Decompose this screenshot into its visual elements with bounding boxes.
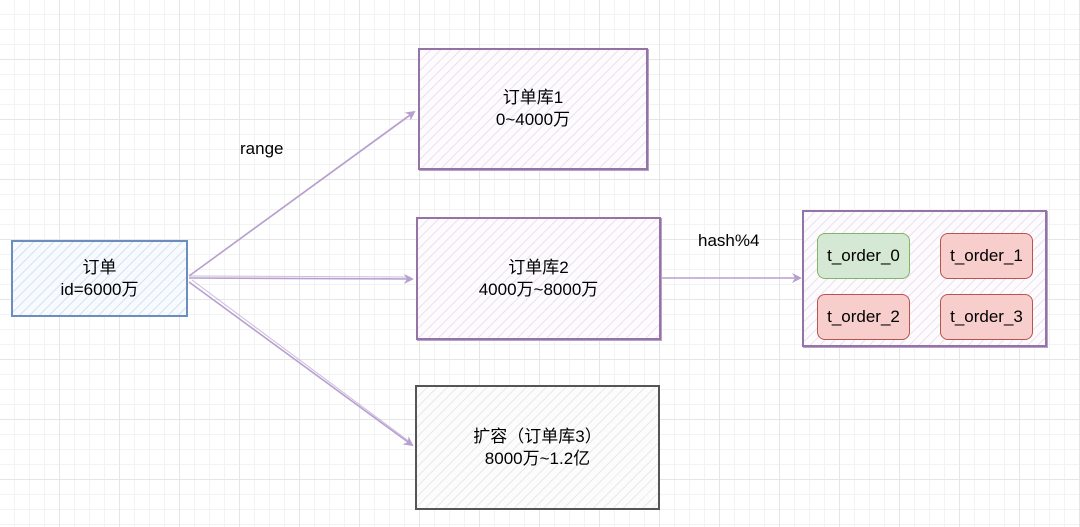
db2-node[interactable]: 订单库2 4000万~8000万: [416, 217, 661, 340]
db3-title: 扩容（订单库3）: [473, 426, 602, 446]
arrow-to-db2: [188, 273, 414, 284]
db3-range: 8000万~1.2亿: [484, 448, 591, 468]
arrow-to-db3-sketch: [191, 279, 411, 443]
db1-range: 0~4000万: [495, 110, 571, 129]
table-t-order-3[interactable]: t_order_3: [940, 294, 1033, 340]
db1-title: 订单库1: [502, 88, 564, 107]
arrow-to-db3: [188, 281, 414, 447]
db2-title: 订单库2: [508, 257, 569, 277]
order-title: 订单: [82, 257, 117, 277]
order-id: id=6000万: [60, 279, 139, 299]
db3-node[interactable]: 扩容（订单库3） 8000万~1.2亿: [415, 385, 660, 510]
range-label: range: [240, 139, 284, 158]
table-t-order-2[interactable]: t_order_2: [817, 294, 910, 340]
table-t-order-0[interactable]: t_order_0: [817, 233, 910, 279]
db2-range: 4000万~8000万: [478, 279, 599, 299]
hash-label: hash%4: [698, 231, 760, 250]
db1-node[interactable]: 订单库1 0~4000万: [418, 48, 648, 170]
arrow-to-db1-sketch: [191, 114, 412, 275]
order-node[interactable]: 订单 id=6000万: [11, 240, 188, 317]
table-t-order-1[interactable]: t_order_1: [940, 233, 1033, 279]
arrow-to-db2-sketch: [189, 275, 411, 278]
